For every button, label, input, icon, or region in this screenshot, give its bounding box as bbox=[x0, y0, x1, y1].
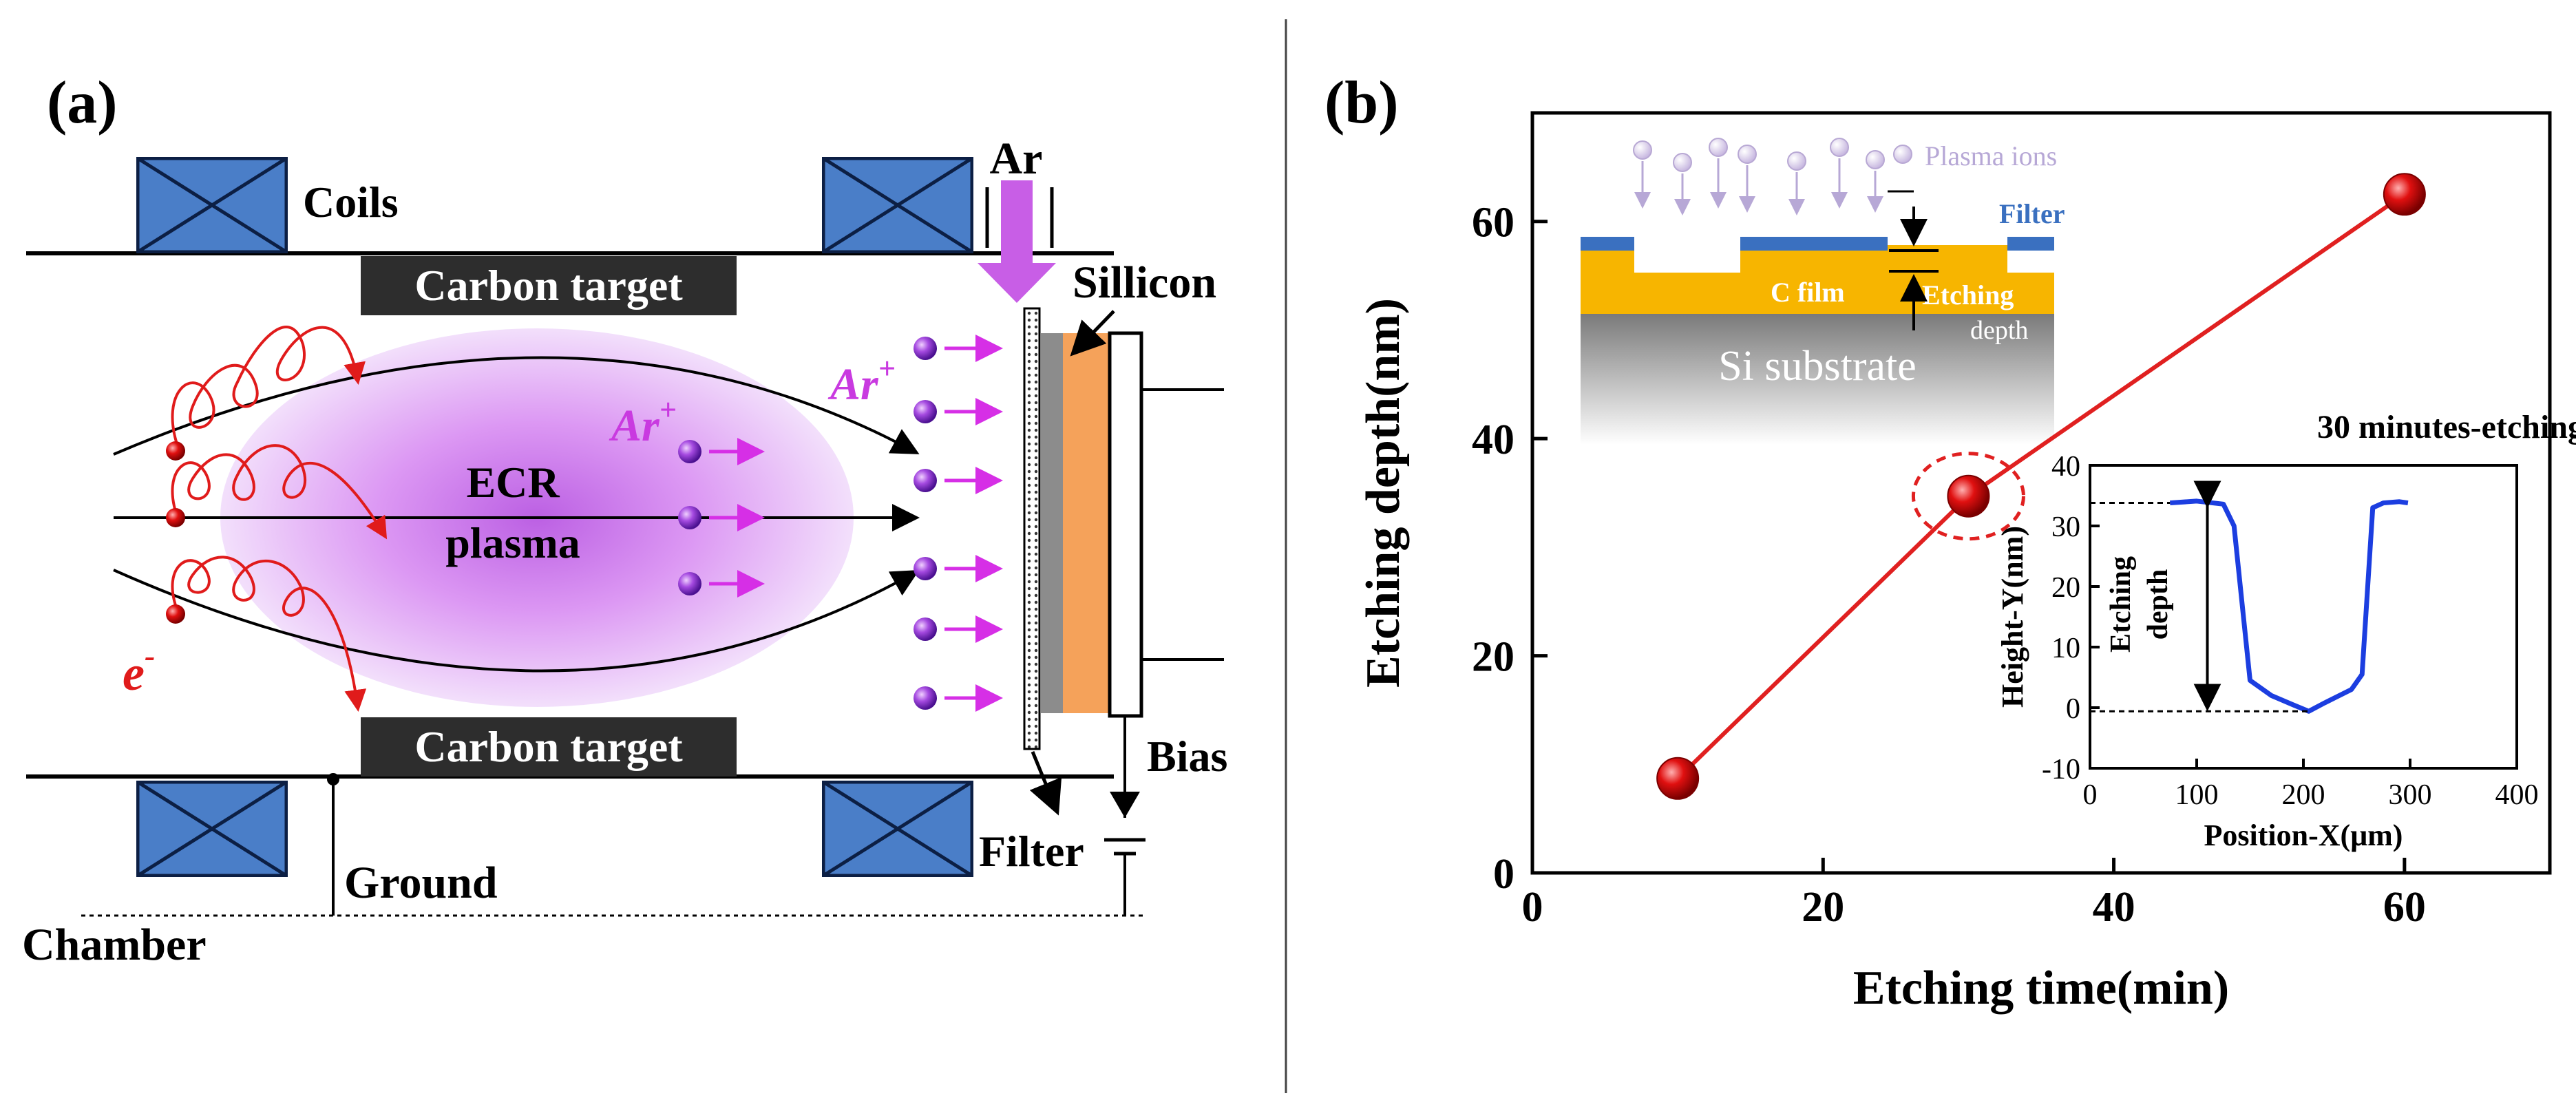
inset-substrate bbox=[1581, 314, 2054, 445]
panel-b-label: (b) bbox=[1324, 70, 1399, 136]
inset-filter-right bbox=[2007, 237, 2054, 251]
panel-a-label: (a) bbox=[47, 70, 118, 136]
filter-plate bbox=[1023, 307, 1041, 750]
electron-label: e- bbox=[123, 638, 155, 701]
ar-ion-label-target: Ar+ bbox=[827, 352, 896, 410]
inset-depth-annotation-1: Etching bbox=[2105, 556, 2137, 653]
electron-path-3 bbox=[171, 556, 367, 712]
carbon-target-top-label: Carbon target bbox=[414, 261, 683, 310]
inset-carbon-film bbox=[1581, 245, 2054, 314]
plasma-ion-1 bbox=[678, 440, 701, 463]
main-plot-frame bbox=[1530, 111, 2552, 875]
carbon-target-bottom-label: Carbon target bbox=[414, 722, 683, 771]
inset-filter-middle bbox=[1740, 237, 1888, 251]
ar-gas-label: Ar bbox=[990, 134, 1043, 184]
substrate-holder bbox=[1108, 331, 1143, 718]
field-line-lower bbox=[113, 569, 920, 673]
electron-2 bbox=[166, 508, 185, 527]
inset-data bbox=[2090, 480, 2409, 714]
inset-depth-label: depth bbox=[1970, 316, 2028, 345]
inset-y-tick-label: 0 bbox=[2066, 693, 2080, 725]
inset-schematic: Filter C film Etching depth Si substrate bbox=[1581, 138, 2065, 445]
main-y-tick-label: 0 bbox=[1493, 851, 1514, 898]
panel-a: (a) Coils Carbon target Carbon target e-… bbox=[22, 70, 1227, 970]
inset-y-tick-label: 20 bbox=[2051, 572, 2080, 604]
main-x-axis-label: Etching time(min) bbox=[1853, 962, 2229, 1015]
main-y-tick-label: 40 bbox=[1472, 416, 1514, 463]
silicon-wafer bbox=[1063, 333, 1110, 713]
ground-label: Ground bbox=[344, 858, 498, 908]
inset-substrate-label: Si substrate bbox=[1718, 343, 1917, 390]
filter-pointer bbox=[1029, 751, 1062, 816]
inset-plasma-ions bbox=[1633, 138, 1912, 215]
electron-path-2 bbox=[171, 444, 388, 540]
ar-gas-inlet bbox=[985, 187, 1054, 248]
bias-label: Bias bbox=[1147, 732, 1227, 781]
carbon-target-bottom bbox=[361, 717, 737, 777]
silicon-label: Sillicon bbox=[1073, 257, 1216, 308]
plasma-ions bbox=[678, 438, 765, 598]
highlight-circle bbox=[1911, 452, 2025, 541]
main-axis-ticks: 0 20 40 60 0 20 40 60 bbox=[1472, 200, 2426, 931]
inset-cfilm-label: C film bbox=[1771, 277, 1845, 308]
main-x-tick-label: 40 bbox=[2093, 884, 2135, 931]
inset-profile-title: 30 minutes-etching bbox=[2317, 409, 2576, 445]
inset-plasma-ions-label: Plasma ions bbox=[1925, 140, 2057, 171]
inset-x-tick-label: 200 bbox=[2282, 779, 2325, 811]
silicon-pointer bbox=[1070, 310, 1115, 357]
main-y-axis-label: Etching depth(nm) bbox=[1357, 298, 1410, 688]
main-x-tick-label: 60 bbox=[2383, 884, 2426, 931]
coil-top-right bbox=[823, 158, 972, 252]
target-ions bbox=[914, 335, 1003, 712]
main-x-tick-label: 0 bbox=[1522, 884, 1543, 931]
electron-path-1 bbox=[171, 326, 366, 447]
coil-bottom-left bbox=[138, 782, 286, 876]
filter-label: Filter bbox=[979, 827, 1084, 876]
inset-profile-line bbox=[2170, 498, 2409, 714]
inset-x-tick-label: 100 bbox=[2175, 779, 2219, 811]
inset-depth-annotation-2: depth bbox=[2142, 569, 2174, 640]
silicon-gray-layer bbox=[1041, 333, 1063, 713]
electron-3 bbox=[166, 604, 185, 624]
main-data bbox=[1656, 173, 2426, 800]
ecr-label-line2: plasma bbox=[445, 518, 580, 567]
ar-ion-label-plasma: Ar+ bbox=[609, 393, 677, 451]
main-y-tick-label: 20 bbox=[1472, 634, 1514, 681]
main-data-point bbox=[2383, 173, 2426, 216]
coils-label: Coils bbox=[303, 178, 399, 226]
main-y-tick-label: 60 bbox=[1472, 200, 1514, 246]
inset-y-tick-label: 40 bbox=[2051, 451, 2080, 483]
inset-x-tick-label: 300 bbox=[2389, 779, 2432, 811]
inset-x-axis-label: Position-X(μm) bbox=[2204, 818, 2403, 852]
inset-y-tick-label: 10 bbox=[2051, 633, 2080, 664]
main-x-tick-label: 20 bbox=[1802, 884, 1844, 931]
inset-y-axis-label: Height-Y(nm) bbox=[1996, 526, 2029, 708]
inset-x-tick-label: 0 bbox=[2083, 779, 2098, 811]
electron-1 bbox=[166, 441, 185, 461]
panel-b: (b) 0 20 40 60 0 20 40 60 Etching time(min) Etc… bbox=[1324, 70, 2576, 1015]
inset-filter-left bbox=[1581, 237, 1634, 251]
inset-etching-label: Etching bbox=[1922, 279, 2014, 310]
ecr-label-line1: ECR bbox=[466, 458, 560, 507]
plasma-ion-3 bbox=[678, 572, 701, 595]
plasma-ion-2 bbox=[678, 506, 701, 529]
chamber-label: Chamber bbox=[22, 920, 207, 970]
inset-y-tick-label: -10 bbox=[2042, 754, 2080, 785]
inset-x-tick-label: 400 bbox=[2495, 779, 2539, 811]
ar-gas-arrow bbox=[978, 180, 1056, 303]
inset-filter-label: Filter bbox=[1999, 198, 2065, 229]
coil-bottom-right bbox=[823, 782, 972, 876]
main-data-point bbox=[1947, 474, 1990, 518]
bias-diode bbox=[1110, 792, 1140, 818]
inset-y-tick-label: 30 bbox=[2051, 511, 2080, 543]
coil-top-left bbox=[138, 158, 286, 252]
main-data-point bbox=[1656, 757, 1700, 800]
carbon-target-top bbox=[361, 256, 737, 315]
